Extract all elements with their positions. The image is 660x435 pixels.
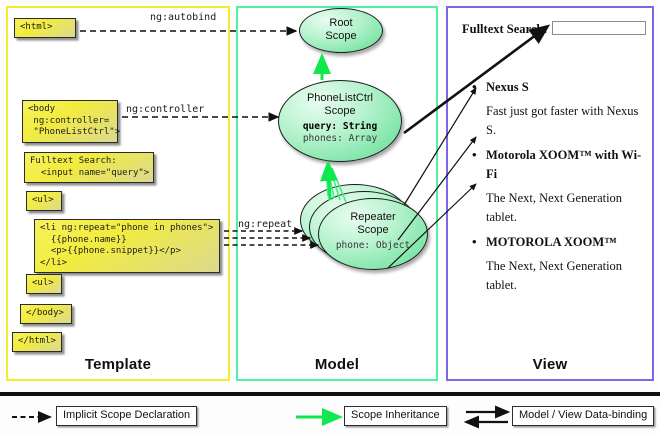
- legend: Implicit Scope Declaration Scope Inherit…: [0, 398, 660, 435]
- code-box-body-open: <body ng:controller= "PhoneListCtrl">: [22, 100, 120, 143]
- edge-label-autobind: ng:autobind: [150, 12, 217, 23]
- column-label-view: View: [532, 356, 568, 373]
- list-item: MOTOROLA XOOM™ The Next, Next Generation…: [470, 232, 650, 294]
- edge-label-repeat: ng:repeat: [238, 219, 293, 230]
- scope-prop-phones: phones: Array: [302, 133, 378, 145]
- legend-label-implicit-scope-declaration: Implicit Scope Declaration: [56, 406, 198, 426]
- scope-repeater: Repeater Scope phone: Object: [318, 198, 428, 270]
- edge-label-controller: ng:controller: [126, 104, 205, 115]
- code-box-body-close: </body>: [20, 304, 72, 324]
- scope-phonelistctrl: PhoneListCtrl Scope query: String phones…: [278, 80, 402, 162]
- view-item-name: MOTOROLA XOOM™: [470, 232, 650, 252]
- view-item-snippet: The Next, Next Generation tablet.: [486, 190, 623, 224]
- view-item-name: Motorola XOOM™ with Wi-Fi: [470, 145, 650, 184]
- scope-root-title: Root Scope: [325, 17, 357, 42]
- scope-root: Root Scope: [299, 8, 383, 53]
- view-search-input[interactable]: [552, 21, 646, 35]
- code-box-html-open: <html>: [14, 18, 76, 38]
- code-box-html-close: </html>: [12, 332, 62, 352]
- code-box-fulltext-search: Fulltext Search: <input name="query">: [24, 152, 154, 184]
- list-item: Nexus S Fast just got faster with Nexus …: [470, 77, 650, 139]
- scope-repeater-title: Repeater Scope: [350, 211, 396, 236]
- scope-phonelistctrl-title: PhoneListCtrl Scope: [306, 92, 374, 117]
- view-item-snippet: The Next, Next Generation tablet.: [486, 259, 623, 292]
- legend-label-scope-inheritance: Scope Inheritance: [344, 406, 447, 426]
- legend-label-model-view-data-binding: Model / View Data-binding: [512, 406, 655, 426]
- column-label-template: Template: [84, 356, 152, 373]
- scope-prop-query: query: String: [302, 120, 378, 132]
- view-search-label: Fulltext Search:: [462, 22, 548, 36]
- scope-prop-phone: phone: Object: [335, 239, 411, 251]
- view-content: Fulltext Search: Nexus S Fast just got f…: [446, 6, 654, 381]
- code-box-li-repeat: <li ng:repeat="phone in phones"> {{phone…: [34, 219, 220, 274]
- legend-divider: [0, 392, 660, 396]
- column-label-model: Model: [314, 356, 360, 373]
- list-item: Motorola XOOM™ with Wi-Fi The Next, Next…: [470, 145, 650, 226]
- view-phone-list: Nexus S Fast just got faster with Nexus …: [470, 77, 650, 302]
- code-box-ul-open: <ul>: [26, 191, 62, 211]
- code-box-ul-close: <ul>: [26, 274, 62, 294]
- view-item-name: Nexus S: [470, 77, 650, 97]
- view-item-snippet: Fast just got faster with Nexus S.: [486, 103, 639, 137]
